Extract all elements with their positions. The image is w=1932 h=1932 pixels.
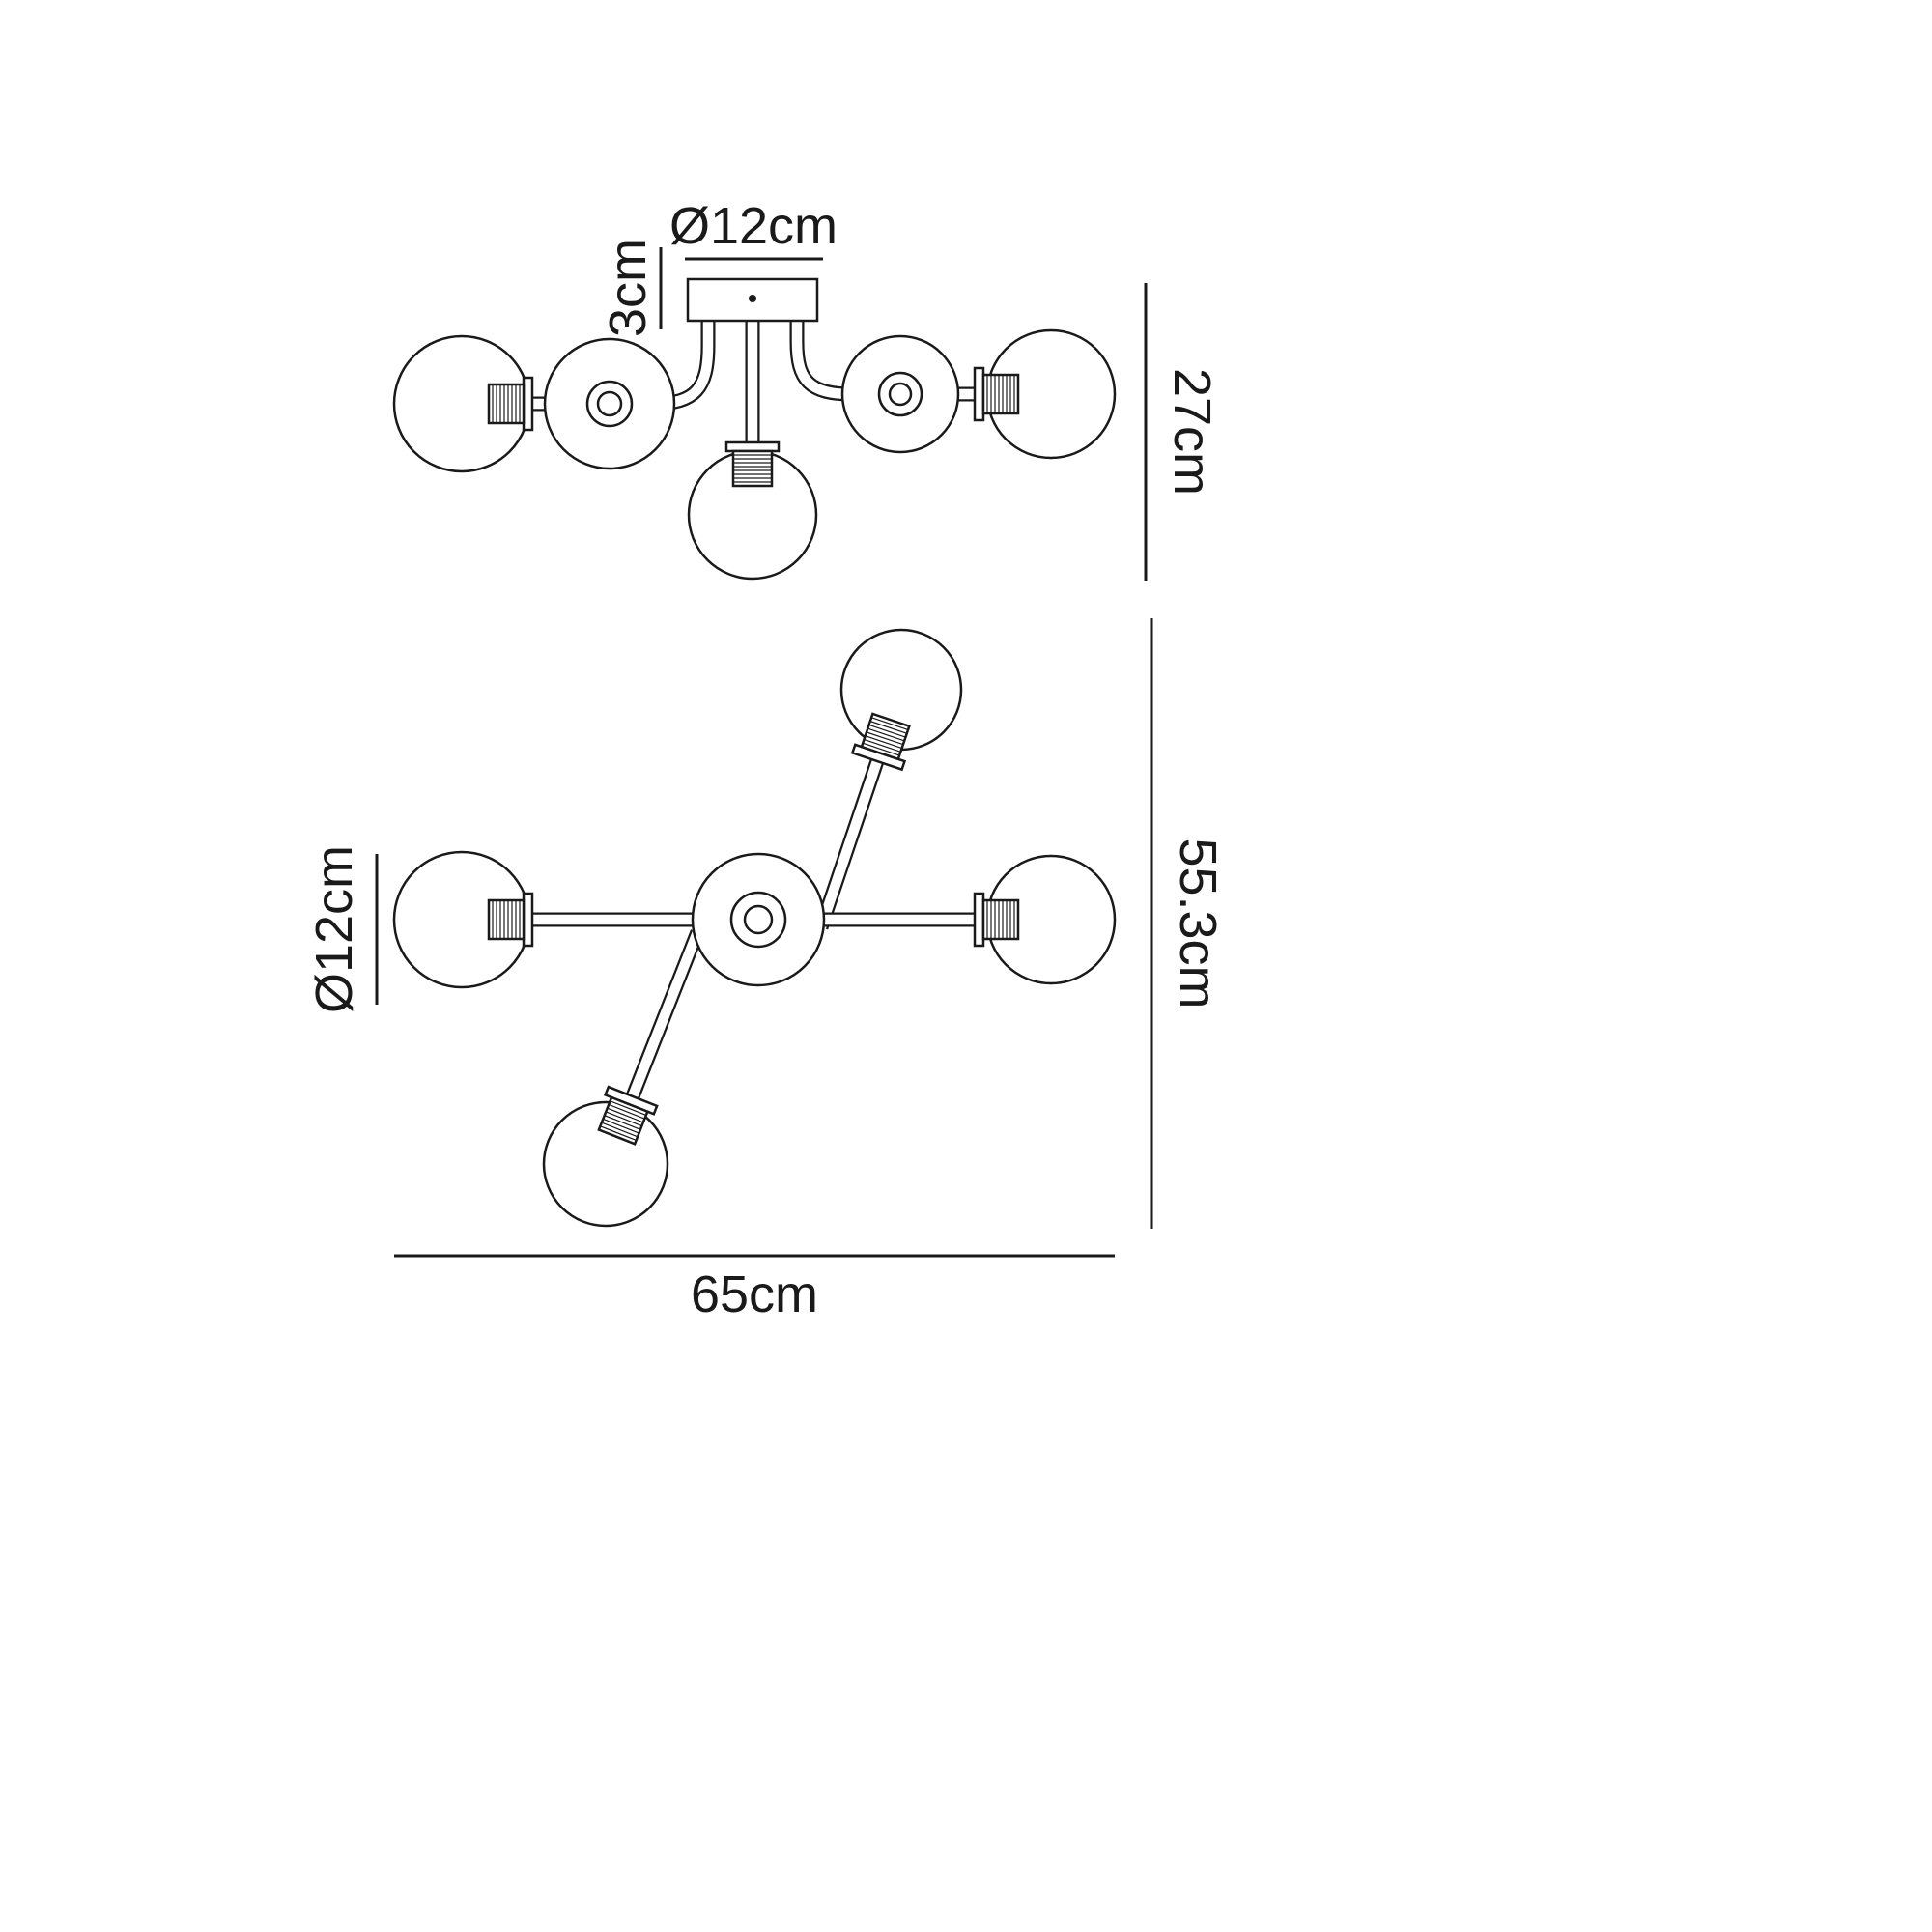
arm-diagonal-up	[813, 758, 885, 930]
canopy-height-label: 3cm	[599, 239, 657, 337]
ceiling-canopy	[686, 277, 819, 323]
lamp-holder	[487, 376, 534, 432]
globe-neck-ring	[596, 390, 623, 417]
plan-view: Ø12cm 55.3cm 65cm	[305, 618, 1227, 1323]
overall-width-label: 65cm	[691, 1265, 818, 1323]
side-view: Ø12cm 3cm 27cm	[392, 197, 1221, 581]
lamp-holder	[487, 892, 534, 948]
lamp-holder	[973, 366, 1020, 422]
globe-neck-ring	[888, 382, 913, 407]
shade-diameter-label: Ø12cm	[305, 845, 363, 1013]
overall-height-label: 27cm	[1163, 368, 1221, 496]
lamp-holder	[724, 440, 781, 488]
canopy-screw	[749, 295, 756, 302]
globe-neck-ring	[743, 904, 774, 935]
overall-depth-label: 55.3cm	[1169, 838, 1227, 1009]
arm-diagonal-down	[626, 929, 704, 1099]
canopy-diameter-label: Ø12cm	[669, 197, 838, 255]
lamp-holder	[973, 892, 1020, 948]
